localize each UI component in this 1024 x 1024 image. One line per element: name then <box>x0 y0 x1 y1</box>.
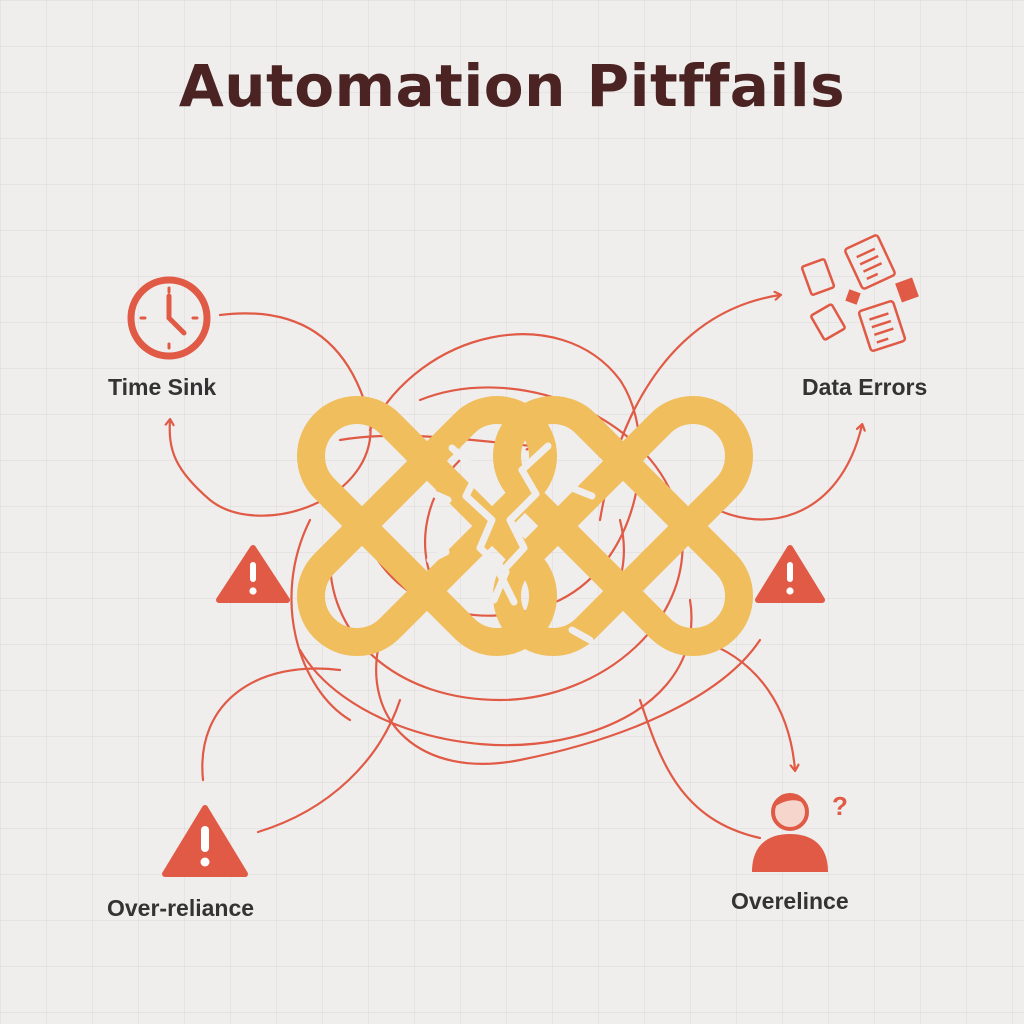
confused-person-icon <box>752 793 828 872</box>
connector-over-reliance-out <box>256 698 402 834</box>
tangle-loop-6 <box>290 518 352 722</box>
warning-triangle-icon <box>162 805 248 877</box>
question-mark-badge: ? <box>832 791 848 821</box>
tangle-loop-4 <box>375 638 762 765</box>
connector-to-overelince <box>698 638 795 770</box>
scattered-documents-icon <box>800 234 919 353</box>
label-data-errors: Data Errors <box>802 374 928 400</box>
label-time-sink: Time Sink <box>108 374 217 400</box>
label-over-reliance: Over-reliance <box>107 895 255 921</box>
connector-overelince-in <box>638 698 762 840</box>
label-overelince: Overelince <box>731 888 849 914</box>
broken-chain-links-icon <box>296 395 754 657</box>
tangle-loop-3 <box>298 598 693 747</box>
connector-over-reliance-up <box>201 667 342 782</box>
clock-icon <box>127 276 211 360</box>
connector-data-errors-loop <box>698 425 862 521</box>
warning-triangle-icon <box>216 545 290 603</box>
page-title: Automation Pitffails <box>178 52 846 120</box>
warning-triangle-icon <box>755 545 825 603</box>
